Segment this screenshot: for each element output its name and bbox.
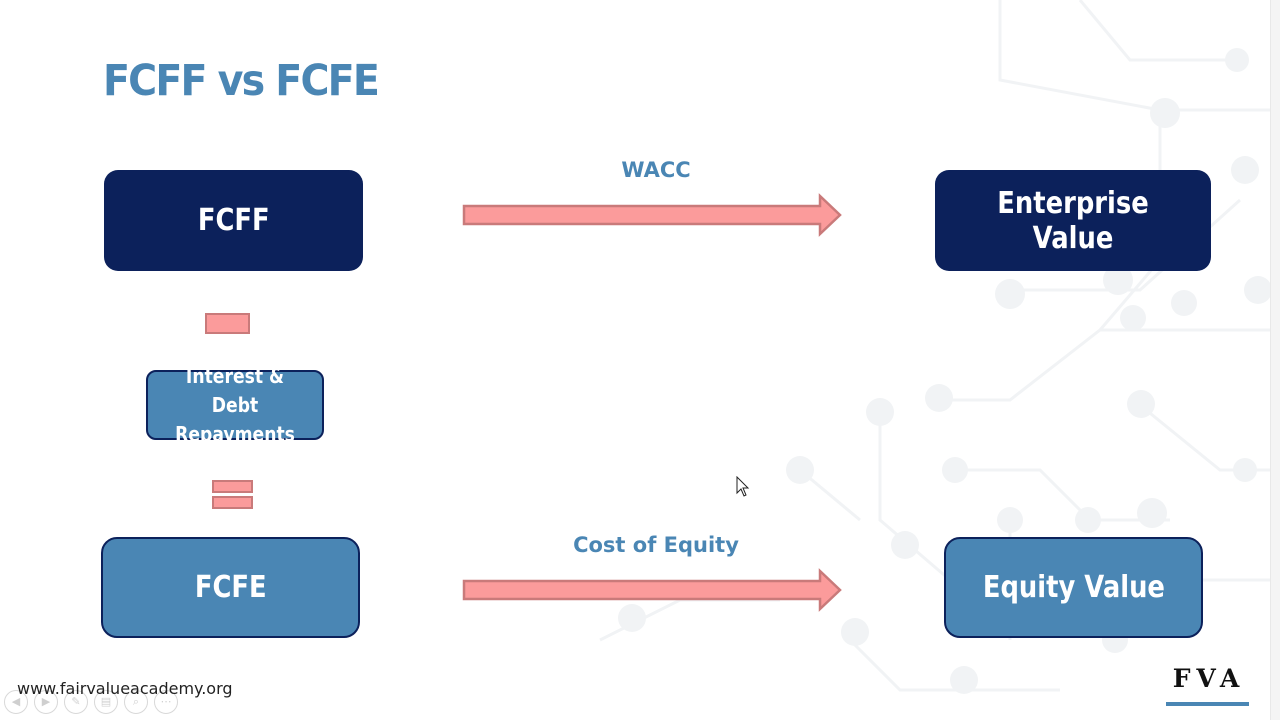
- equity-value-label: Equity Value: [982, 570, 1165, 605]
- fcff-label: FCFF: [197, 203, 270, 238]
- equity-value-box: Equity Value: [944, 537, 1203, 638]
- slides-icon[interactable]: ▤: [94, 690, 118, 714]
- fcff-box: FCFF: [104, 170, 363, 271]
- interest-line1: Interest & Debt: [185, 363, 285, 417]
- mouse-cursor-icon: [736, 476, 750, 497]
- pen-icon[interactable]: ✎: [64, 690, 88, 714]
- enterprise-value-box: Enterprise Value: [935, 170, 1211, 271]
- fva-logo: FVA: [1172, 664, 1246, 693]
- interest-line2: Repayments: [175, 421, 295, 446]
- window-edge: [1270, 0, 1280, 720]
- fcfe-box: FCFE: [101, 537, 360, 638]
- wacc-arrow: [462, 193, 842, 237]
- equals-sign-top-bar: [212, 480, 253, 493]
- cost-of-equity-arrow: [462, 568, 842, 612]
- footer-url: www.fairvalueacademy.org: [17, 679, 233, 698]
- prev-icon[interactable]: ◀: [4, 690, 28, 714]
- more-icon[interactable]: ⋯: [154, 690, 178, 714]
- next-icon[interactable]: ▶: [34, 690, 58, 714]
- enterprise-value-label: Enterprise Value: [997, 185, 1149, 256]
- logo-underline: [1166, 702, 1249, 706]
- slideshow-controls: ◀ ▶ ✎ ▤ ⌕ ⋯: [4, 690, 178, 714]
- slide-title: FCFF vs FCFE: [103, 56, 380, 106]
- zoom-icon[interactable]: ⌕: [124, 690, 148, 714]
- interest-debt-repayments-label: Interest & Debt Repayments: [160, 362, 310, 449]
- fcfe-label: FCFE: [194, 570, 267, 605]
- interest-debt-repayments-box: Interest & Debt Repayments: [146, 364, 324, 446]
- minus-sign: [205, 313, 250, 334]
- cost-of-equity-label: Cost of Equity: [573, 533, 739, 557]
- equals-sign-bottom-bar: [212, 496, 253, 509]
- wacc-label: WACC: [621, 158, 691, 182]
